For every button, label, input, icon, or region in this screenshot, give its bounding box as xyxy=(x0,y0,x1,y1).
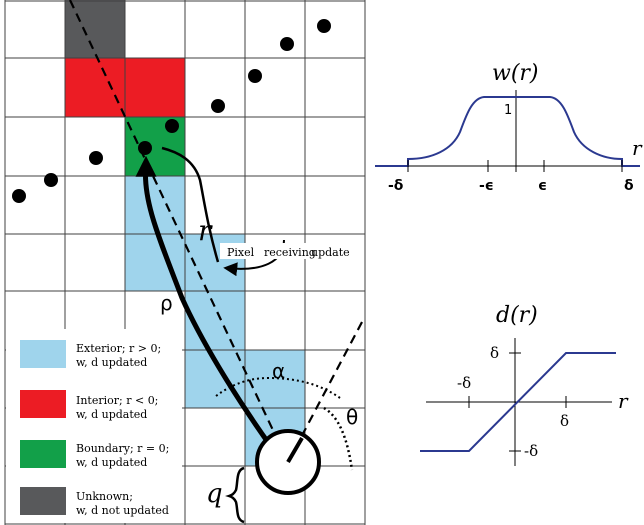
label-q: q xyxy=(206,479,223,509)
view-ray xyxy=(69,0,289,463)
weight-plot: w(r) 1 r -δ -ϵ ϵ δ xyxy=(375,61,643,194)
legend-label: Boundary; r = 0; xyxy=(76,442,169,455)
distance-plot-title: d(r) xyxy=(496,303,538,328)
weight-tick-label: -ϵ xyxy=(479,178,494,194)
legend-label: w, d not updated xyxy=(76,504,169,517)
label-r: r xyxy=(198,214,213,247)
distance-rho-curve xyxy=(142,162,275,451)
sample-point xyxy=(138,141,152,155)
legend-label: w, d updated xyxy=(76,356,147,369)
caption-word: receiving xyxy=(264,246,316,259)
theta-arc xyxy=(323,406,354,471)
sample-point xyxy=(317,19,331,33)
r-bracket xyxy=(161,146,220,263)
legend: Exterior; r > 0; w, d updated Interior; … xyxy=(6,329,182,523)
caption-word: update xyxy=(311,246,350,259)
distance-x-tick-label: δ xyxy=(560,412,569,430)
weight-plot-title: w(r) xyxy=(492,61,539,86)
sample-point xyxy=(12,189,26,203)
weight-tick-label: δ xyxy=(624,178,634,194)
legend-swatch-exterior xyxy=(20,340,66,368)
sample-point xyxy=(89,151,103,165)
q-brace xyxy=(225,466,245,524)
sample-point xyxy=(44,173,58,187)
legend-swatch-interior xyxy=(20,390,66,418)
distance-y-tick-label: -δ xyxy=(524,442,538,460)
sample-point xyxy=(211,99,225,113)
camera-direction xyxy=(286,436,304,464)
weight-peak-label: 1 xyxy=(504,103,512,118)
distance-curve xyxy=(420,352,616,452)
distance-y-tick-label: δ xyxy=(490,344,499,362)
sample-point xyxy=(248,69,262,83)
label-alpha: α xyxy=(272,359,285,383)
cell-exterior xyxy=(245,350,305,408)
pixel-axis xyxy=(287,321,363,463)
pixel-update-caption: Pixel receiving update xyxy=(220,243,350,259)
sample-point xyxy=(280,37,294,51)
legend-label: w, d updated xyxy=(76,456,147,469)
legend-label: Unknown; xyxy=(76,490,133,503)
distance-plot: d(r) r δ -δ -δ δ xyxy=(420,303,629,466)
legend-label: w, d updated xyxy=(76,408,147,421)
distance-axis-label: r xyxy=(618,389,629,413)
cell-interior xyxy=(65,58,125,117)
caption-background xyxy=(220,243,346,259)
label-rho: ρ xyxy=(160,291,173,315)
cell-unknown xyxy=(65,0,125,58)
legend-swatch-boundary xyxy=(20,440,66,468)
distance-x-tick-label: -δ xyxy=(457,374,471,392)
alpha-arc xyxy=(215,376,341,399)
label-theta: θ xyxy=(346,405,358,429)
sample-point xyxy=(165,119,179,133)
weight-axis-label: r xyxy=(632,136,643,160)
legend-swatch-unknown xyxy=(20,487,66,515)
cell-interior xyxy=(125,58,185,117)
weight-tick-label: -δ xyxy=(388,178,404,194)
weight-tick-label: ϵ xyxy=(538,178,547,194)
legend-label: Interior; r < 0; xyxy=(76,394,158,407)
legend-label: Exterior; r > 0; xyxy=(76,342,161,355)
caption-word: Pixel xyxy=(227,246,255,259)
weight-curve xyxy=(375,96,640,167)
